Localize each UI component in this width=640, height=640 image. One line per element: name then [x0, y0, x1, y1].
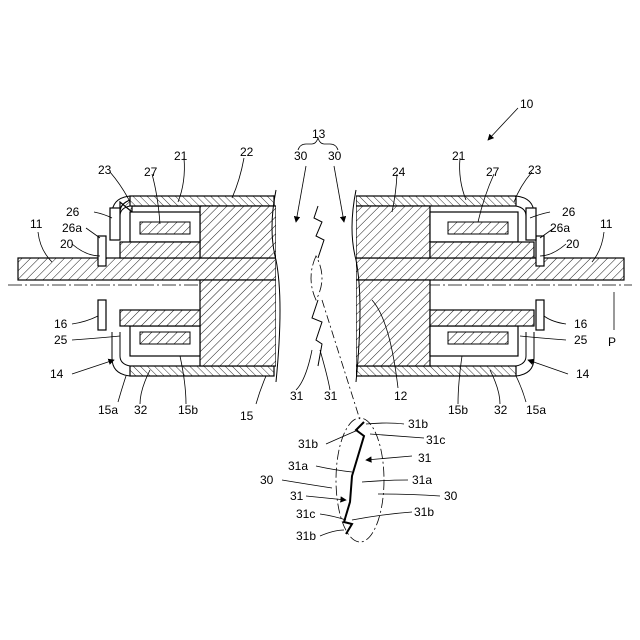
label-11-left: 11 — [30, 217, 43, 231]
label-32-left: 32 — [134, 403, 148, 417]
label-22: 22 — [240, 145, 254, 159]
label-11-right: 11 — [600, 217, 613, 231]
detail-labels: 31b 31b 31c 31 31a 31a 30 30 31 31c 31b … — [260, 417, 458, 543]
detail-label-31-left: 31 — [290, 489, 304, 503]
label-23-left: 23 — [98, 163, 112, 177]
label-15a-left: 15a — [98, 403, 118, 417]
detail-label-31a-left: 31a — [288, 459, 308, 473]
label-P: P — [608, 335, 616, 349]
label-23-right: 23 — [528, 163, 542, 177]
label-31-bottom-left: 31 — [290, 389, 304, 403]
label-21-right: 21 — [452, 149, 466, 163]
label-15: 15 — [240, 409, 254, 423]
label-26-left: 26 — [66, 205, 80, 219]
label-31-bottom-right: 31 — [324, 389, 338, 403]
detail-label-31b-top-left: 31b — [298, 437, 318, 451]
label-26-right: 26 — [562, 205, 576, 219]
label-25-right: 25 — [574, 333, 588, 347]
label-26a-right: 26a — [550, 221, 570, 235]
label-15b-left: 15b — [178, 403, 198, 417]
label-12: 12 — [394, 389, 408, 403]
label-27-left: 27 — [144, 165, 158, 179]
label-14-left: 14 — [50, 367, 64, 381]
label-30-top-left: 30 — [294, 149, 308, 163]
label-14-right: 14 — [576, 367, 590, 381]
label-25-left: 25 — [54, 333, 68, 347]
label-21-left: 21 — [174, 149, 188, 163]
label-15b-right: 15b — [448, 403, 468, 417]
label-24: 24 — [392, 165, 406, 179]
label-26a-left: 26a — [62, 221, 82, 235]
detail-label-30-right: 30 — [444, 489, 458, 503]
label-15a-right: 15a — [526, 403, 546, 417]
label-16-left: 16 — [54, 317, 68, 331]
detail-label-31-right: 31 — [418, 451, 432, 465]
detail-label-31b-top-right: 31b — [408, 417, 428, 431]
label-20-right: 20 — [566, 237, 580, 251]
label-16-right: 16 — [574, 317, 588, 331]
detail-label-31b-bottom-right: 31b — [414, 505, 434, 519]
label-10: 10 — [520, 97, 534, 111]
detail-label-31b-bottom-left: 31b — [296, 529, 316, 543]
detail-label-31c-left: 31c — [296, 507, 315, 521]
label-32-right: 32 — [494, 403, 508, 417]
label-27-right: 27 — [486, 165, 500, 179]
label-20-left: 20 — [60, 237, 74, 251]
label-30-top-right: 30 — [328, 149, 342, 163]
detail-label-31a-right: 31a — [412, 473, 432, 487]
detail-label-31c-right: 31c — [426, 433, 445, 447]
detail-label-30-left: 30 — [260, 473, 274, 487]
label-13: 13 — [312, 127, 326, 141]
break-section — [272, 138, 360, 420]
